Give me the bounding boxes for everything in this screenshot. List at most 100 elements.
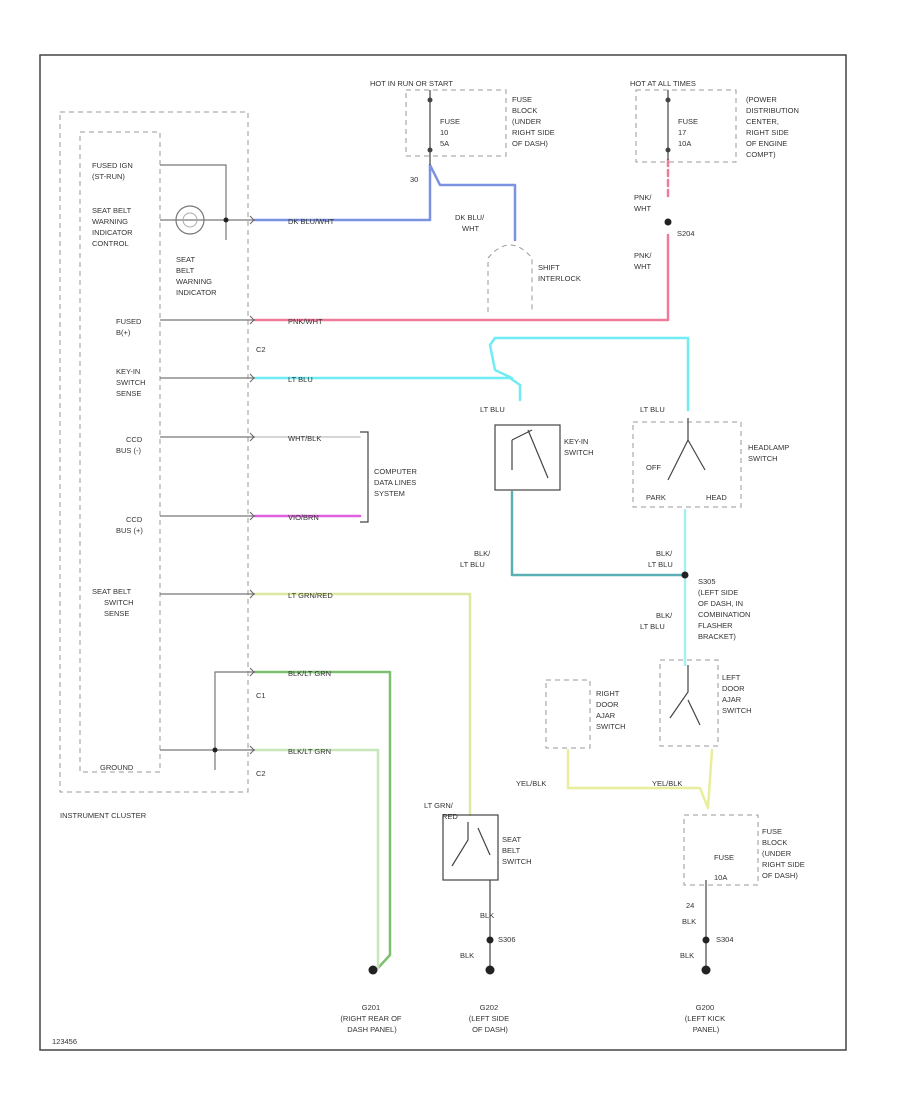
warning-lamp-inner-icon bbox=[182, 212, 198, 228]
label-pnk-wht-2: PNK/ WHT bbox=[634, 251, 654, 271]
wire-label-pnk-wht: PNK/WHT bbox=[288, 317, 323, 326]
label-g201: G201 (RIGHT REAR OF DASH PANEL) bbox=[340, 1003, 403, 1034]
label-blk-d: BLK bbox=[680, 951, 694, 960]
label-dk-blu-wht: DK BLU/ WHT bbox=[455, 213, 486, 233]
label-s306: S306 bbox=[498, 935, 516, 944]
label-ccd-neg: CCD BUS (-) bbox=[116, 435, 144, 455]
wire-label-lt-blu: LT BLU bbox=[288, 375, 313, 384]
cluster-inner-box bbox=[79, 131, 161, 773]
splice-s304 bbox=[702, 936, 710, 944]
fuse-block-2-box bbox=[683, 814, 759, 886]
label-s305: S305 (LEFT SIDE OF DASH, IN COMBINATION … bbox=[698, 577, 752, 641]
seat-belt-switch-contact bbox=[451, 822, 491, 867]
label-g202: G202 (LEFT SIDE OF DASH) bbox=[469, 1003, 511, 1034]
label-g200: G200 (LEFT KICK PANEL) bbox=[685, 1003, 727, 1034]
headlamp-switch-contact bbox=[667, 418, 706, 481]
wire-blk-lt-blu-key bbox=[510, 490, 687, 577]
computer-data-bracket bbox=[360, 431, 369, 523]
label-c1: C1 bbox=[256, 691, 266, 700]
wire-label-blk-lt-grn-1: BLK/LT GRN bbox=[288, 669, 331, 678]
label-30: 30 bbox=[410, 175, 418, 184]
right-door-ajar-box bbox=[545, 679, 591, 749]
wire-label-dk-blu-wht: DK BLU/WHT bbox=[288, 217, 335, 226]
label-fuse-17: FUSE 17 10A bbox=[678, 117, 700, 148]
label-ccd-pos: CCD BUS (+) bbox=[116, 515, 144, 535]
fuse-17-bottom bbox=[665, 147, 671, 153]
label-off: OFF bbox=[646, 463, 661, 472]
wire-blk-lt-grn-1 bbox=[253, 670, 392, 970]
label-yel-blk-1: YEL/BLK bbox=[516, 779, 546, 788]
label-s204: S204 bbox=[677, 229, 695, 238]
label-hot-all-times: HOT AT ALL TIMES bbox=[630, 79, 696, 88]
ground-g201 bbox=[368, 965, 378, 975]
label-fuse-10a: FUSE 10A bbox=[714, 853, 736, 882]
label-lt-grn-red: LT GRN/ RED bbox=[424, 801, 458, 821]
fuse-block-1-box bbox=[405, 89, 507, 157]
label-pnk-wht-1: PNK/ WHT bbox=[634, 193, 654, 213]
label-fuse-10: FUSE 10 5A bbox=[440, 117, 462, 148]
label-key-in-switch: KEY-IN SWITCH bbox=[564, 437, 594, 457]
label-c2-a: C2 bbox=[256, 345, 266, 354]
label-blk-lt-blu-key: BLK/ LT BLU bbox=[460, 549, 492, 569]
label-seat-belt-indicator: SEAT BELT WARNING INDICATOR bbox=[176, 255, 217, 297]
pdc-box bbox=[635, 89, 737, 163]
label-park: PARK bbox=[646, 493, 666, 502]
label-24: 24 bbox=[686, 901, 694, 910]
seat-belt-switch-box bbox=[442, 814, 499, 881]
label-seat-belt-sense: SEAT BELT SWITCH SENSE bbox=[92, 587, 136, 618]
label-s304: S304 bbox=[716, 935, 734, 944]
left-door-ajar-contact bbox=[669, 665, 701, 726]
wire-label-wht-blk: WHT/BLK bbox=[288, 434, 321, 443]
label-ground: GROUND bbox=[100, 763, 134, 772]
splice-s306 bbox=[486, 936, 494, 944]
label-fused-b: FUSED B(+) bbox=[116, 317, 144, 337]
headlamp-switch-box bbox=[632, 421, 742, 508]
label-blk-lt-blu-hl: BLK/ LT BLU bbox=[648, 549, 674, 569]
label-key-in-sense: KEY-IN SWITCH SENSE bbox=[116, 367, 148, 398]
splice-s204 bbox=[664, 218, 672, 226]
label-seat-belt-switch: SEAT BELT SWITCH bbox=[502, 835, 532, 866]
key-in-switch-box bbox=[494, 424, 561, 491]
instrument-cluster-box bbox=[59, 111, 249, 793]
label-blk-c: BLK bbox=[682, 917, 696, 926]
wire-label-vio-brn: VIO/BRN bbox=[288, 513, 319, 522]
label-seat-belt-control: SEAT BELT WARNING INDICATOR CONTROL bbox=[92, 206, 135, 248]
label-fused-ign: FUSED IGN (ST-RUN) bbox=[92, 161, 135, 181]
fuse-10-top bbox=[427, 97, 433, 103]
shift-interlock-box bbox=[487, 244, 533, 312]
cluster-ground-line bbox=[160, 671, 255, 770]
ground-g202 bbox=[485, 965, 495, 975]
fuse-10-bottom bbox=[427, 147, 433, 153]
cluster-fused-ign-line bbox=[160, 164, 227, 240]
node-control bbox=[223, 217, 229, 223]
label-head: HEAD bbox=[706, 493, 727, 502]
label-left-door-ajar: LEFT DOOR AJAR SWITCH bbox=[722, 673, 752, 715]
node-ground bbox=[212, 747, 218, 753]
wire-lt-grn-red bbox=[253, 592, 472, 817]
label-instrument-cluster: INSTRUMENT CLUSTER bbox=[60, 811, 147, 820]
wire-pnk-wht bbox=[253, 233, 670, 322]
label-hot-run-start: HOT IN RUN OR START bbox=[370, 79, 453, 88]
key-in-switch-contact bbox=[511, 429, 549, 479]
warning-lamp-icon bbox=[175, 205, 205, 235]
label-blk-lt-blu-2: BLK/ LT BLU bbox=[640, 611, 674, 631]
label-blk-a: BLK bbox=[480, 911, 494, 920]
label-code: 123456 bbox=[52, 1037, 77, 1046]
left-door-ajar-box bbox=[659, 659, 719, 747]
label-yel-blk-2: YEL/BLK bbox=[652, 779, 682, 788]
wire-dk-blu-wht bbox=[253, 163, 517, 242]
label-pdc: (POWER DISTRIBUTION CENTER, RIGHT SIDE O… bbox=[746, 95, 801, 159]
wire-lt-blu bbox=[253, 336, 690, 412]
ground-g200 bbox=[701, 965, 711, 975]
splice-s305 bbox=[681, 571, 689, 579]
wire-label-lt-grn-red: LT GRN/RED bbox=[288, 591, 333, 600]
label-headlamp-switch: HEADLAMP SWITCH bbox=[748, 443, 791, 463]
diagram-border bbox=[39, 54, 847, 1051]
label-computer-data: COMPUTER DATA LINES SYSTEM bbox=[374, 467, 419, 498]
cluster-connectors bbox=[249, 215, 255, 755]
label-lt-blu-hl: LT BLU bbox=[640, 405, 665, 414]
label-shift-interlock: SHIFT INTERLOCK bbox=[538, 263, 581, 283]
label-blk-b: BLK bbox=[460, 951, 474, 960]
label-fuse-block-1: FUSE BLOCK (UNDER RIGHT SIDE OF DASH) bbox=[512, 95, 557, 148]
